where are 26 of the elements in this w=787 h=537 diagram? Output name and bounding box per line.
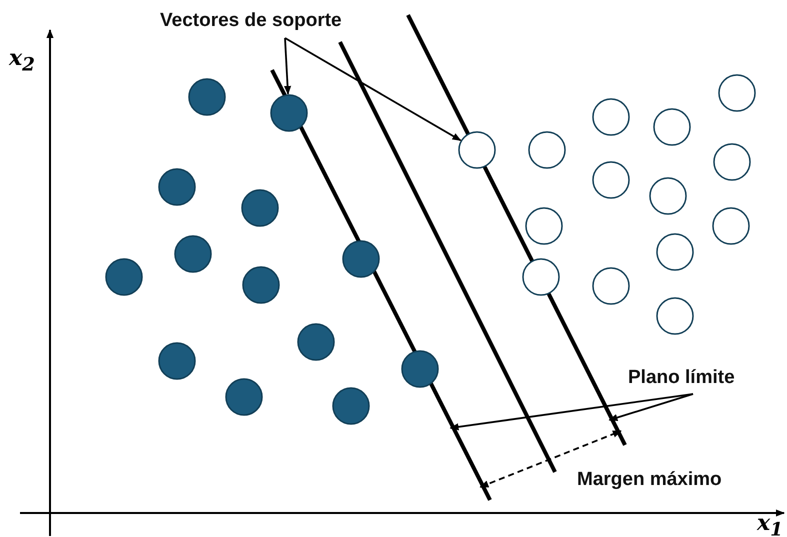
data-point — [656, 297, 694, 335]
data-point — [653, 108, 691, 146]
data-point — [174, 235, 212, 273]
data-point — [105, 258, 143, 296]
dimension-arrow — [480, 430, 622, 488]
data-point — [225, 378, 263, 416]
axis-label: x$_{2}$ — [9, 45, 35, 78]
leader-line — [450, 393, 694, 430]
data-point — [649, 177, 687, 215]
margin-line — [406, 14, 627, 446]
data-point — [242, 266, 280, 304]
data-point — [718, 74, 756, 112]
data-point — [241, 189, 279, 227]
leader-line — [608, 393, 694, 422]
data-point — [656, 233, 694, 271]
data-point — [712, 207, 750, 245]
leader-line — [284, 37, 462, 142]
data-point — [158, 168, 196, 206]
axis-label: x$_{1}$ — [757, 510, 783, 537]
annotation-label: Vectores de soporte — [160, 9, 342, 33]
data-point — [713, 143, 751, 181]
leader-line — [284, 38, 292, 95]
annotation-label: Plano límite — [628, 366, 735, 390]
data-point — [188, 78, 226, 116]
data-point — [158, 342, 196, 380]
annotation-label: Margen máximo — [577, 468, 722, 492]
